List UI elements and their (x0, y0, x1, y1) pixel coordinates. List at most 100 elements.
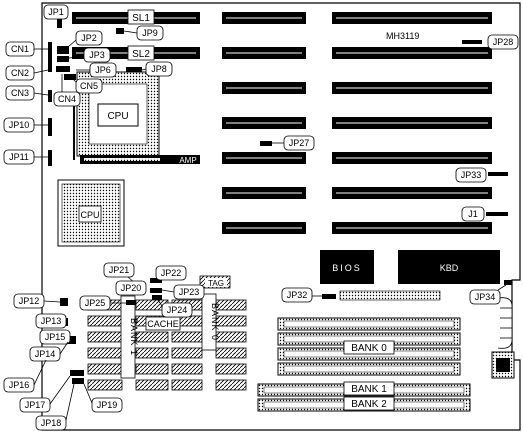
callout-cn4: CN4 (53, 74, 81, 107)
svg-text:JP19: JP19 (97, 400, 118, 410)
svg-text:CPU: CPU (80, 210, 99, 220)
cache-bank-1-label: BANK 1 (120, 295, 139, 379)
svg-text:CN2: CN2 (11, 68, 29, 78)
svg-text:BANK 0: BANK 0 (351, 343, 387, 354)
callout-jp11: JP11 (3, 149, 48, 165)
svg-text:JP20: JP20 (121, 283, 142, 293)
callout-jp6: JP6 (76, 62, 117, 78)
callout-jp24: JP24 (157, 299, 193, 318)
svg-text:KBD: KBD (440, 263, 459, 273)
cache-chip-array (87, 299, 247, 391)
svg-text:CN3: CN3 (11, 88, 29, 98)
svg-text:JP15: JP15 (45, 332, 66, 342)
svg-text:JP9: JP9 (142, 28, 158, 38)
callout-cn2: CN2 (5, 65, 49, 81)
svg-text:JP1: JP1 (48, 7, 64, 17)
svg-text:SL1: SL1 (132, 13, 150, 24)
callout-jp2: JP2 (67, 30, 103, 48)
callout-jp34: JP34 (469, 284, 507, 305)
callout-jp17: JP17 (19, 375, 71, 413)
callout-jp13: JP13 (35, 313, 67, 329)
slot-label-sl1: SL1 (127, 9, 155, 25)
svg-text:BIOS: BIOS (332, 263, 362, 273)
callout-jp14: JP14 (29, 341, 69, 362)
callouts: JP1 JP9 JP2 JP3 JP6 JP8 CN5 CN4 CN1 CN2 … (3, 4, 519, 431)
svg-text:BANK 2: BANK 2 (351, 399, 387, 410)
svg-text:JP6: JP6 (95, 65, 111, 75)
keyboard-connector (491, 351, 515, 379)
callout-jp33: JP33 (455, 167, 487, 183)
svg-text:CN1: CN1 (11, 44, 29, 54)
callout-jp32: JP32 (281, 287, 322, 303)
svg-text:JP12: JP12 (19, 296, 40, 306)
callout-jp23: JP23 (161, 284, 205, 300)
svg-text:BANK 1: BANK 1 (351, 384, 387, 395)
kbd-chip: KBD (398, 250, 500, 284)
slot-label-sl2: SL2 (127, 45, 155, 61)
cpu-socket: CPU (76, 71, 160, 157)
simm-bank-0: BANK 0 (277, 317, 461, 376)
svg-text:JP13: JP13 (41, 316, 62, 326)
callout-jp3: JP3 (68, 47, 111, 63)
svg-text:CPU: CPU (107, 111, 128, 122)
svg-text:JP23: JP23 (179, 287, 200, 297)
power-connector (497, 297, 513, 349)
svg-text:JP21: JP21 (109, 265, 130, 275)
callout-cn3: CN3 (5, 85, 49, 101)
cache-bank-0-label: BANK 0 (201, 293, 220, 351)
svg-text:JP28: JP28 (493, 37, 514, 47)
svg-text:BANK 0: BANK 0 (210, 303, 220, 341)
callout-jp1: JP1 (43, 4, 69, 23)
header-strip (339, 290, 441, 301)
svg-text:JP24: JP24 (167, 305, 188, 315)
svg-text:JP18: JP18 (41, 418, 62, 428)
callout-j1: J1 (461, 206, 485, 222)
simm-bank-2: BANK 2 (257, 396, 471, 412)
svg-text:JP25: JP25 (85, 298, 106, 308)
svg-text:JP22: JP22 (161, 268, 182, 278)
svg-text:JP11: JP11 (9, 152, 29, 162)
svg-text:CN4: CN4 (58, 94, 76, 104)
tag-chip: TAG (199, 275, 231, 289)
svg-text:BANK 1: BANK 1 (129, 318, 139, 356)
callout-jp12: JP12 (13, 293, 61, 309)
callout-jp28: JP28 (487, 34, 519, 50)
callout-cn1: CN1 (5, 41, 48, 57)
callout-cn5: CN5 (71, 77, 103, 94)
callout-jp22: JP22 (155, 265, 187, 281)
callout-jp10: JP10 (3, 117, 48, 133)
amp-connector: AMP (80, 155, 200, 165)
svg-text:JP34: JP34 (475, 292, 496, 302)
cache-label: CACHE (145, 316, 181, 331)
svg-text:JP27: JP27 (289, 138, 310, 148)
callout-jp25: JP25 (79, 295, 126, 311)
callout-jp27: JP27 (272, 135, 315, 151)
callout-jp15: JP15 (39, 329, 71, 345)
svg-text:JP3: JP3 (89, 50, 105, 60)
board-model-label: MH3119 (386, 31, 419, 41)
svg-text:JP10: JP10 (9, 120, 30, 130)
svg-text:JP14: JP14 (35, 349, 56, 359)
svg-text:AMP: AMP (179, 156, 196, 165)
simm-bank-1: BANK 1 (257, 381, 471, 397)
callout-jp8: JP8 (141, 61, 173, 77)
callout-jp19: JP19 (83, 383, 123, 413)
svg-text:JP33: JP33 (461, 170, 482, 180)
callout-jp18: JP18 (35, 383, 75, 431)
svg-text:JP32: JP32 (287, 290, 308, 300)
svg-text:SL2: SL2 (132, 49, 150, 60)
bios-chip: BIOS (320, 250, 374, 284)
svg-text:TAG: TAG (208, 279, 224, 288)
callout-jp16: JP16 (3, 359, 47, 393)
svg-text:CACHE: CACHE (147, 319, 179, 329)
svg-text:JP8: JP8 (151, 64, 167, 74)
svg-text:JP16: JP16 (9, 380, 30, 390)
svg-text:CN5: CN5 (80, 81, 98, 91)
svg-text:JP17: JP17 (25, 400, 46, 410)
callout-jp9: JP9 (123, 25, 164, 41)
svg-text:J1: J1 (468, 209, 478, 219)
callout-jp20: JP20 (115, 280, 147, 296)
callout-jp21: JP21 (103, 262, 137, 285)
svg-text:JP2: JP2 (81, 33, 97, 43)
